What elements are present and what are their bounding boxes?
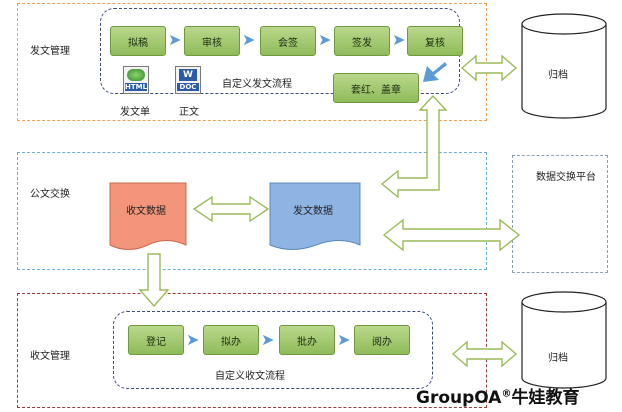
step-recheck[interactable]: 复核 bbox=[407, 26, 463, 56]
step-register[interactable]: 登记 bbox=[128, 325, 184, 355]
dispatch-frame bbox=[17, 3, 487, 121]
exchange-frame bbox=[17, 152, 487, 270]
word-doc-icon: W DOC bbox=[175, 66, 201, 94]
platform-up-arrow bbox=[380, 94, 448, 199]
archive-bottom-arrow bbox=[451, 340, 518, 368]
step-countersign[interactable]: 会签 bbox=[260, 26, 316, 56]
brand-name: GroupOA bbox=[416, 388, 502, 408]
exchange-section-label: 公文交换 bbox=[30, 189, 70, 200]
html-badge: HTML bbox=[125, 83, 148, 91]
dispatch-section-label: 发文管理 bbox=[30, 46, 70, 57]
doc-badge: DOC bbox=[177, 83, 199, 91]
arrow-right-icon: ➤ bbox=[168, 30, 182, 49]
step-approve[interactable]: 批办 bbox=[279, 325, 335, 355]
platform-frame bbox=[512, 155, 608, 273]
arrow-right-icon: ➤ bbox=[392, 30, 406, 49]
step-propose[interactable]: 拟办 bbox=[203, 325, 259, 355]
send-data-label: 发文数据 bbox=[293, 206, 333, 217]
step-read[interactable]: 阅办 bbox=[354, 325, 410, 355]
step-stamp[interactable]: 套红、盖章 bbox=[333, 73, 419, 103]
body-caption: 正文 bbox=[179, 107, 199, 118]
platform-double-arrow bbox=[382, 218, 521, 252]
step-draft[interactable]: 拟稿 bbox=[110, 26, 166, 56]
receive-flow-label: 自定义收文流程 bbox=[215, 371, 285, 382]
platform-label: 数据交换平台 bbox=[536, 172, 596, 183]
stamp-arrow bbox=[423, 62, 447, 82]
receive-data-label: 收文数据 bbox=[126, 206, 166, 217]
arrow-right-icon: ➤ bbox=[337, 330, 351, 349]
dispatch-flow-label: 自定义发文流程 bbox=[222, 79, 292, 90]
receive-data-doc bbox=[109, 182, 187, 250]
form-caption: 发文单 bbox=[120, 107, 150, 118]
archive-cylinder-top bbox=[521, 13, 607, 119]
arrow-right-icon: ➤ bbox=[261, 330, 275, 349]
arrow-right-icon: ➤ bbox=[242, 30, 256, 49]
step-issue[interactable]: 签发 bbox=[334, 26, 390, 56]
receive-section-label: 收文管理 bbox=[30, 351, 70, 362]
archive-label-bottom: 归档 bbox=[548, 353, 568, 364]
archive-cylinder-bottom bbox=[521, 291, 607, 389]
registered-mark: ® bbox=[501, 388, 512, 400]
brand-suffix: 牛娃教育 bbox=[511, 388, 580, 408]
step-review[interactable]: 审核 bbox=[184, 26, 240, 56]
brand-watermark: GroupOA®牛娃教育 bbox=[416, 383, 579, 408]
arrow-right-icon: ➤ bbox=[186, 330, 200, 349]
send-data-doc bbox=[269, 182, 361, 250]
exchange-double-arrow bbox=[192, 195, 270, 223]
archive-label-top: 归档 bbox=[548, 70, 568, 81]
receive-flow-frame bbox=[113, 311, 433, 389]
receive-down-arrow bbox=[138, 253, 170, 308]
arrow-right-icon: ➤ bbox=[318, 30, 332, 49]
archive-top-arrow bbox=[460, 54, 518, 82]
html-doc-icon: HTML bbox=[123, 66, 149, 94]
